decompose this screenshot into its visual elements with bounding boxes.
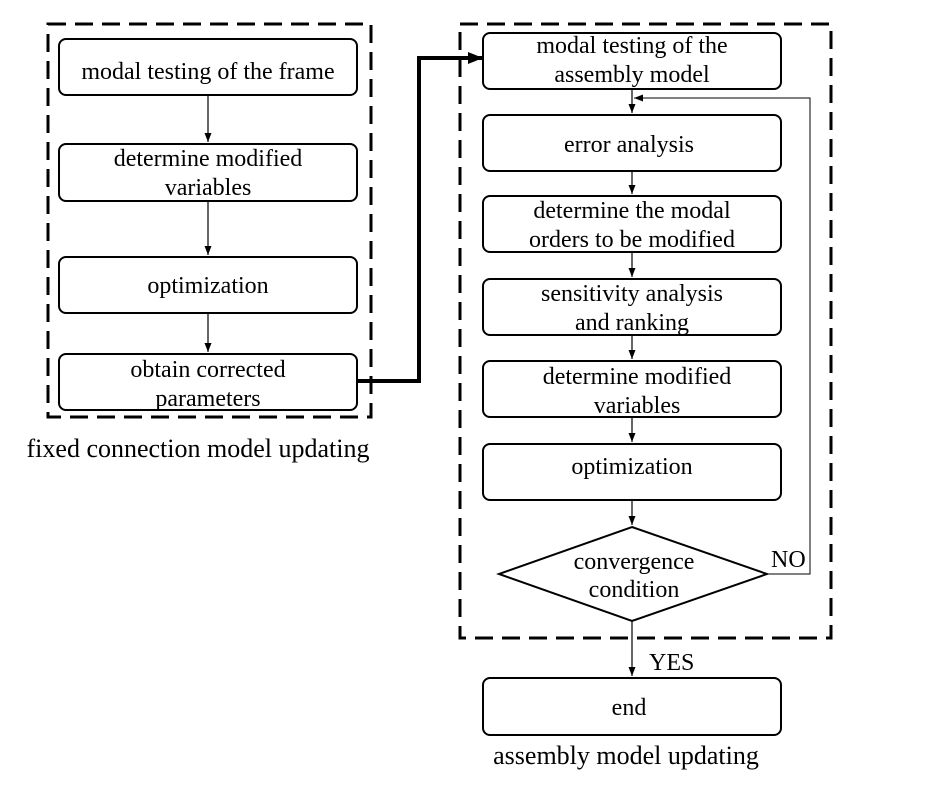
- left-step-1-line-1: modal testing of the frame: [81, 59, 334, 85]
- right-step-5-line-2: variables: [594, 393, 681, 419]
- right-step-1-line-2: assembly model: [554, 62, 710, 88]
- right-step-6-line-1: optimization: [571, 454, 692, 480]
- no-feedback-loop-arrow: [634, 94, 811, 575]
- yes-label: YES: [649, 650, 694, 676]
- right-step-6-box: [482, 443, 782, 501]
- left-step-2-line-2: variables: [165, 175, 252, 201]
- right-step-4-box: [482, 278, 782, 336]
- right-step-3-box: [482, 195, 782, 253]
- left-step-2-box: [58, 143, 358, 202]
- right-step-5-line-1: determine modified: [543, 364, 732, 390]
- left-caption: fixed connection model updating: [27, 434, 370, 463]
- left-step-1-box: [58, 38, 358, 96]
- right-step-1-line-1: modal testing of the: [536, 33, 727, 59]
- right-step-3-line-1: determine the modal: [533, 198, 731, 224]
- left-step-4-line-2: parameters: [155, 386, 260, 412]
- right-step-2-box: [482, 114, 782, 172]
- end-label: end: [612, 695, 647, 721]
- no-label: NO: [771, 547, 806, 573]
- right-step-5-box: [482, 360, 782, 418]
- fixed-connection-group-border: [46, 22, 373, 419]
- end-box: [482, 677, 782, 736]
- decision-line-2: condition: [589, 577, 680, 603]
- left-step-3-line-1: optimization: [147, 273, 268, 299]
- right-step-2-line-1: error analysis: [564, 132, 694, 158]
- right-step-4-line-2: and ranking: [575, 310, 689, 336]
- right-step-1-box: [482, 32, 782, 90]
- left-step-3-box: [58, 256, 358, 314]
- decision-line-1: convergence: [574, 549, 695, 575]
- right-step-3-line-2: orders to be modified: [529, 227, 735, 253]
- assembly-group-border: [458, 22, 833, 640]
- transfer-arrow: [358, 52, 483, 383]
- right-step-4-line-1: sensitivity analysis: [541, 281, 723, 307]
- left-step-4-line-1: obtain corrected: [130, 357, 285, 383]
- left-step-4-box: [58, 353, 358, 411]
- left-step-2-line-1: determine modified: [114, 146, 303, 172]
- right-caption: assembly model updating: [493, 741, 759, 770]
